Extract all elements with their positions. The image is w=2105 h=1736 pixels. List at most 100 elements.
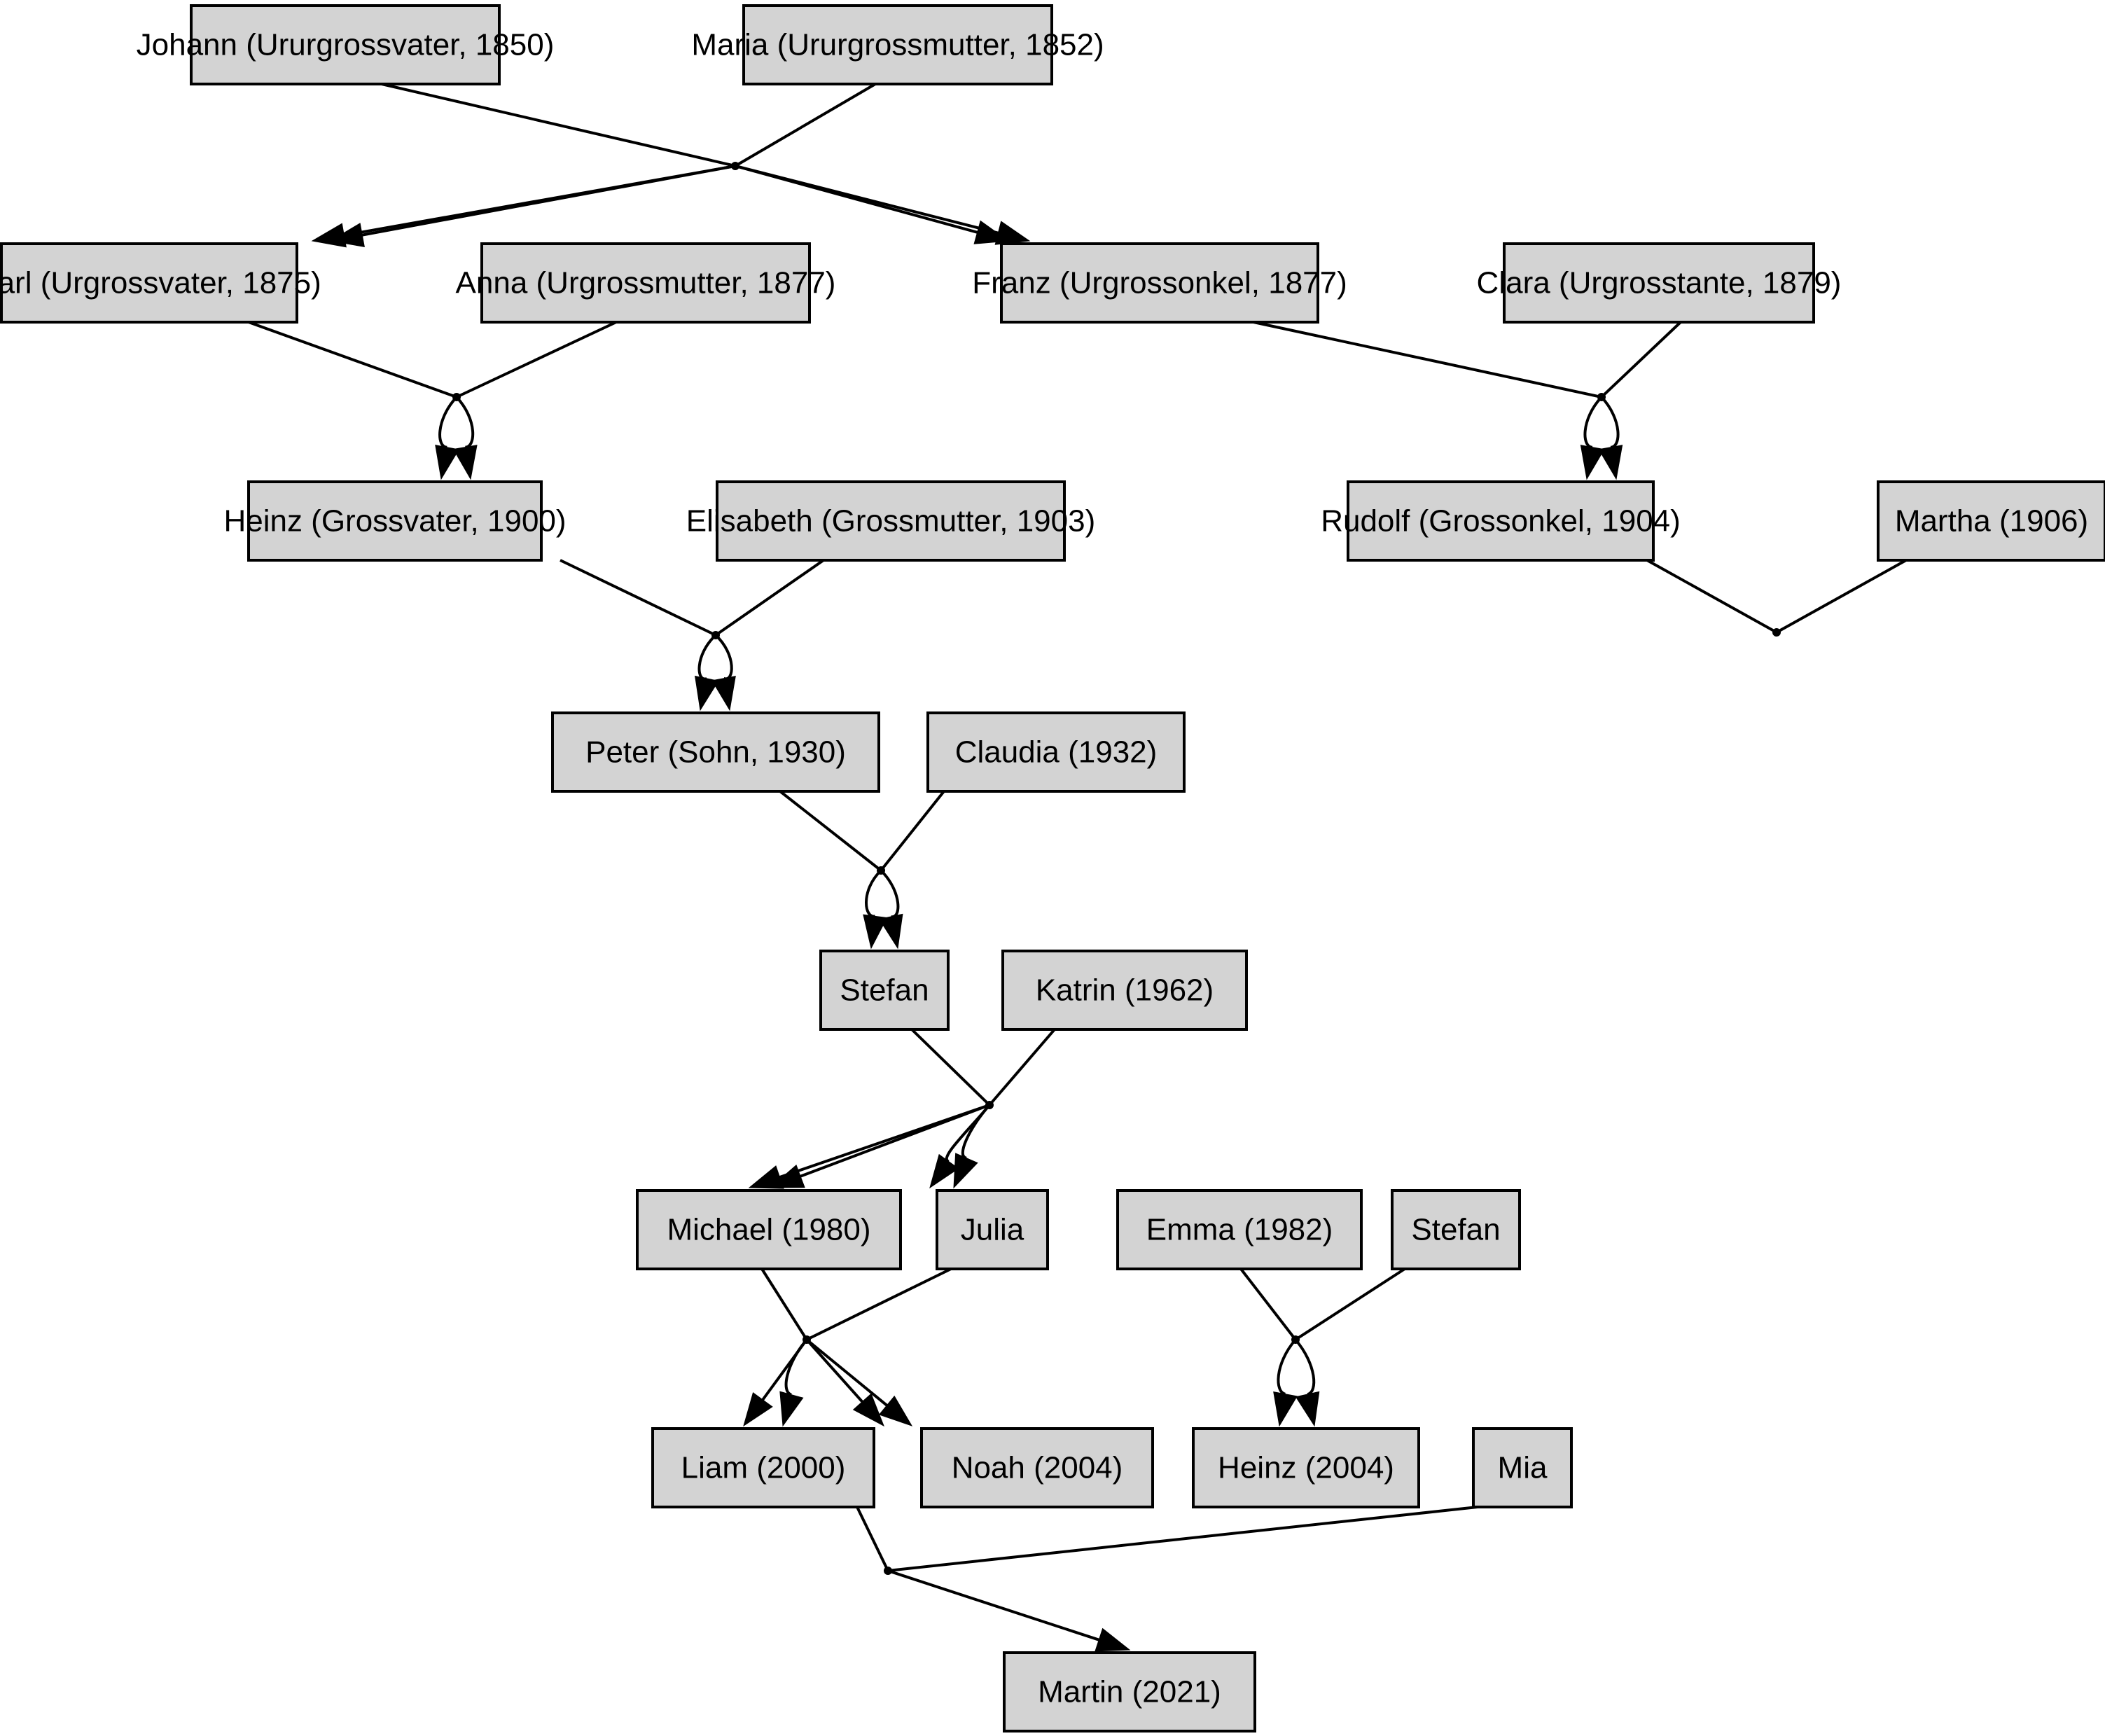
person-node-box[interactable] xyxy=(716,480,1066,562)
person-node-box[interactable] xyxy=(1003,1651,1256,1732)
parent-edge xyxy=(456,321,617,398)
person-node-karl[interactable]: Karl (Urgrossvater, 1875) xyxy=(0,242,321,324)
parent-edge xyxy=(1253,321,1602,398)
person-node-box[interactable] xyxy=(1001,950,1248,1031)
child-edge xyxy=(455,396,475,449)
person-node-maria[interactable]: Maria (Ururgrossmutter, 1852) xyxy=(691,4,1104,85)
edge-arrowhead xyxy=(1273,1391,1298,1427)
person-node-box[interactable] xyxy=(936,1189,1049,1270)
edge-arrowhead xyxy=(1095,1627,1131,1652)
child-edge xyxy=(865,869,882,918)
person-node-label: Emma (1982) xyxy=(1146,1213,1333,1247)
person-node-box[interactable] xyxy=(480,242,811,324)
edge-arrowhead xyxy=(452,445,478,480)
edge-arrowhead xyxy=(1598,445,1623,480)
person-node-johann[interactable]: Johann (Ururgrossvater, 1850) xyxy=(137,4,555,85)
parent-edge xyxy=(1294,1268,1406,1341)
edge-arrowhead xyxy=(435,445,460,480)
edge-arrowhead xyxy=(779,1391,804,1427)
union-edge-group xyxy=(311,83,1031,248)
person-node-liam[interactable]: Liam (2000) xyxy=(651,1427,875,1508)
person-node-box[interactable] xyxy=(651,1427,875,1508)
person-node-emma[interactable]: Emma (1982) xyxy=(1116,1189,1363,1270)
person-node-box[interactable] xyxy=(551,711,880,793)
person-node-box[interactable] xyxy=(1391,1189,1521,1270)
person-node-martin[interactable]: Martin (2021) xyxy=(1003,1651,1256,1732)
child-edge xyxy=(438,396,458,449)
union-edge-group xyxy=(856,1506,1478,1652)
edge-arrowhead xyxy=(748,1165,784,1189)
edge-arrowhead xyxy=(953,1153,978,1189)
child-edge xyxy=(735,165,999,235)
person-node-box[interactable] xyxy=(1877,480,2105,562)
person-node-martha[interactable]: Martha (1906) xyxy=(1877,480,2105,562)
edge-arrowhead xyxy=(863,914,888,950)
person-node-box[interactable] xyxy=(1503,242,1815,324)
parent-edge xyxy=(1646,559,1777,634)
person-node-peter[interactable]: Peter (Sohn, 1930) xyxy=(551,711,880,793)
child-edge xyxy=(714,634,733,681)
person-node-katrin[interactable]: Katrin (1962) xyxy=(1001,950,1248,1031)
edge-arrowhead xyxy=(769,1165,805,1188)
person-node-box[interactable] xyxy=(819,950,950,1031)
person-node-stefan_a[interactable]: Stefan xyxy=(819,950,950,1031)
person-node-rudolf[interactable]: Rudolf (Grossonkel, 1904) xyxy=(1321,480,1681,562)
person-node-julia[interactable]: Julia xyxy=(936,1189,1049,1270)
union-edge-group xyxy=(1239,1268,1406,1427)
person-node-label: Elisabeth (Grossmutter, 1903) xyxy=(686,504,1095,539)
person-node-franz[interactable]: Franz (Urgrossonkel, 1877) xyxy=(972,242,1347,324)
person-node-label: Claudia (1932) xyxy=(955,735,1158,770)
person-node-claudia[interactable]: Claudia (1932) xyxy=(926,711,1186,793)
person-node-box[interactable] xyxy=(1000,242,1319,324)
person-node-heinz_k[interactable]: Heinz (2004) xyxy=(1192,1427,1420,1508)
person-node-noah[interactable]: Noah (2004) xyxy=(920,1427,1154,1508)
person-node-label: Liam (2000) xyxy=(681,1451,846,1485)
person-node-label: Martin (2021) xyxy=(1038,1675,1221,1709)
edge-arrowhead xyxy=(1580,445,1605,480)
person-node-michael[interactable]: Michael (1980) xyxy=(636,1189,902,1270)
person-node-heinz_gv[interactable]: Heinz (Grossvater, 1900) xyxy=(223,480,567,562)
person-node-label: Stefan xyxy=(1411,1213,1500,1247)
union-edge-group xyxy=(1646,559,1907,637)
person-node-label: Katrin (1962) xyxy=(1036,973,1214,1008)
child-edge xyxy=(697,634,717,681)
person-node-box[interactable] xyxy=(1192,1427,1420,1508)
person-node-elisabeth[interactable]: Elisabeth (Grossmutter, 1903) xyxy=(686,480,1095,562)
union-edge-group xyxy=(560,559,825,711)
parent-edge xyxy=(1776,559,1907,634)
person-node-anna[interactable]: Anna (Urgrossmutter, 1877) xyxy=(456,242,836,324)
person-node-stefan_b[interactable]: Stefan xyxy=(1391,1189,1521,1270)
union-edge-group xyxy=(779,790,945,950)
child-edge xyxy=(880,869,900,919)
node-layer: Johann (Ururgrossvater, 1850) Maria (Urur… xyxy=(0,4,2105,1732)
person-node-box[interactable] xyxy=(0,242,298,324)
parent-edge xyxy=(880,790,945,872)
child-edge xyxy=(800,1104,990,1178)
person-node-box[interactable] xyxy=(742,4,1053,85)
child-edge xyxy=(1277,1338,1297,1396)
parent-edge xyxy=(714,559,825,637)
person-node-label: Johann (Ururgrossvater, 1850) xyxy=(137,28,555,62)
person-node-box[interactable] xyxy=(926,711,1186,793)
union-edge-group xyxy=(1253,321,1682,480)
person-node-box[interactable] xyxy=(1116,1189,1363,1270)
edge-arrowhead xyxy=(329,223,365,247)
person-node-box[interactable] xyxy=(190,4,501,85)
union-junction-dot xyxy=(1772,628,1781,637)
union-edge-group xyxy=(743,1268,952,1427)
parent-edge xyxy=(1239,1268,1297,1341)
person-node-label: Noah (2004) xyxy=(952,1451,1123,1485)
person-node-box[interactable] xyxy=(1472,1427,1573,1508)
person-node-box[interactable] xyxy=(636,1189,902,1270)
person-node-mia[interactable]: Mia xyxy=(1472,1427,1573,1508)
edge-arrowhead xyxy=(878,913,903,950)
parent-edge xyxy=(988,1028,1056,1106)
person-node-box[interactable] xyxy=(247,480,543,562)
person-node-label: Karl (Urgrossvater, 1875) xyxy=(0,266,321,300)
person-node-box[interactable] xyxy=(920,1427,1154,1508)
person-node-box[interactable] xyxy=(1347,480,1655,562)
parent-edge xyxy=(910,1028,991,1106)
person-node-clara[interactable]: Clara (Urgrosstante, 1879) xyxy=(1477,242,1842,324)
edge-arrowhead xyxy=(711,676,736,711)
